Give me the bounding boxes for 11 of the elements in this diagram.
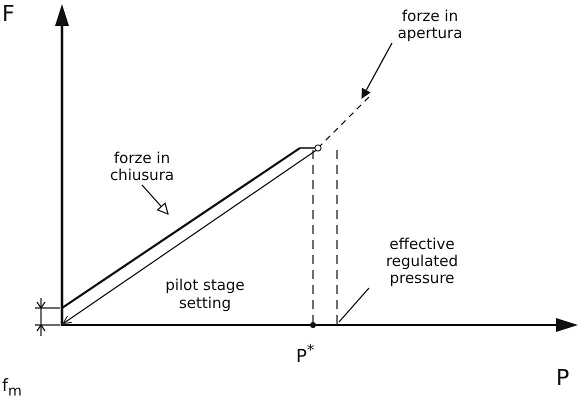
annotation-text: forze in apertura (380, 8, 480, 42)
axis-label: P (556, 366, 570, 391)
leader-line (338, 288, 370, 322)
annotation-text: effective regulated pressure (362, 236, 482, 287)
leader-line (361, 42, 393, 99)
annotation-text: pilot stage setting (164, 276, 246, 312)
annotation-text: forze in chiusura (92, 150, 192, 184)
axis-value-label: P$^{*}$ (296, 340, 314, 367)
axis-label: F (2, 2, 15, 27)
leader-line (142, 184, 169, 215)
axis-value-label: f$_{m}$ (2, 376, 22, 402)
